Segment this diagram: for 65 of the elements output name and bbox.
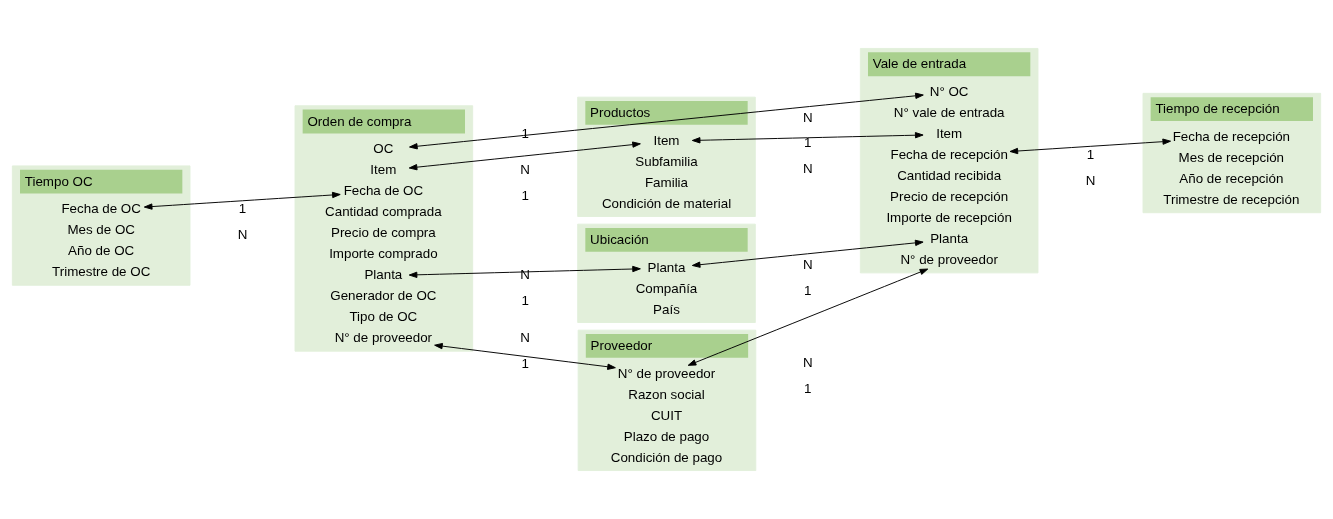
label: 1 bbox=[804, 380, 812, 396]
label: 1 bbox=[804, 282, 812, 298]
node-text: Item bbox=[936, 125, 963, 141]
node-text: Fecha de recepción bbox=[890, 146, 1008, 162]
node-text: Mes de OC bbox=[67, 222, 135, 238]
node-text: N° de proveedor bbox=[334, 330, 433, 346]
node-text: Trimestre de OC bbox=[52, 264, 151, 280]
node-text: Planta bbox=[930, 230, 969, 246]
node-text: Cantidad recibida bbox=[897, 167, 1002, 183]
node-text: Condición de material bbox=[601, 195, 732, 211]
label: 1 bbox=[804, 135, 812, 151]
node-text: Precio de recepción bbox=[890, 188, 1009, 204]
node-text: Año de recepción bbox=[1179, 170, 1284, 186]
label: N bbox=[237, 227, 248, 243]
node-text: Trimestre de recepción bbox=[1163, 191, 1300, 207]
label: 1 bbox=[521, 356, 529, 372]
label: N bbox=[520, 267, 530, 283]
node-text: Fecha de OC bbox=[343, 183, 424, 199]
arrow bbox=[691, 239, 924, 268]
node-text: Fecha de OC bbox=[61, 201, 141, 217]
label: 1 bbox=[521, 188, 529, 204]
node-text: Subfamilia bbox=[635, 153, 698, 169]
node-text: Año de OC bbox=[68, 243, 135, 259]
node-text: Fecha de recepción bbox=[1172, 128, 1291, 144]
arrow bbox=[408, 265, 641, 278]
node-text: N° de proveedor bbox=[900, 251, 998, 267]
label: N bbox=[520, 330, 530, 346]
node-text: Item bbox=[370, 162, 397, 178]
label: N bbox=[520, 162, 530, 178]
node-text: OC bbox=[373, 141, 394, 157]
node-text: Planta bbox=[364, 267, 403, 283]
label: 1 bbox=[238, 201, 247, 217]
node-text: Item bbox=[653, 132, 680, 148]
node-text: Condición de pago bbox=[610, 449, 723, 465]
label: N bbox=[803, 256, 813, 272]
label: N bbox=[1085, 172, 1096, 188]
node-text: Generador de OC bbox=[330, 288, 437, 304]
node-text: Mes de recepción bbox=[1178, 149, 1285, 165]
label: 1 bbox=[521, 293, 529, 309]
node-text: N° vale de entrada bbox=[893, 104, 1005, 120]
node-text: Precio de compra bbox=[331, 225, 436, 241]
node-text: Cantidad comprada bbox=[325, 204, 442, 220]
node-text: País bbox=[653, 301, 680, 317]
node-text: Importe de recepción bbox=[886, 209, 1012, 225]
arrow bbox=[687, 268, 929, 366]
node-text: CUIT bbox=[650, 407, 683, 423]
node-text: Importe comprado bbox=[329, 246, 438, 262]
node-text: N° OC bbox=[929, 83, 969, 99]
label: N bbox=[803, 161, 813, 177]
arrow bbox=[434, 342, 616, 370]
node-text: Planta bbox=[647, 259, 686, 275]
node-text: N° de proveedor bbox=[617, 365, 716, 381]
arrow bbox=[143, 191, 341, 210]
label: N bbox=[803, 355, 813, 371]
node-text: Plazo de pago bbox=[623, 428, 710, 444]
arrow bbox=[691, 132, 924, 144]
label: N bbox=[803, 109, 813, 125]
node-text: Familia bbox=[644, 174, 689, 190]
arrow bbox=[1009, 138, 1172, 155]
node-text: Compañía bbox=[635, 280, 698, 296]
node-text: Razon social bbox=[628, 386, 705, 402]
label: 1 bbox=[1086, 146, 1095, 162]
node-text: Tipo de OC bbox=[349, 309, 418, 325]
arrow bbox=[409, 92, 924, 150]
arrow bbox=[408, 141, 641, 171]
